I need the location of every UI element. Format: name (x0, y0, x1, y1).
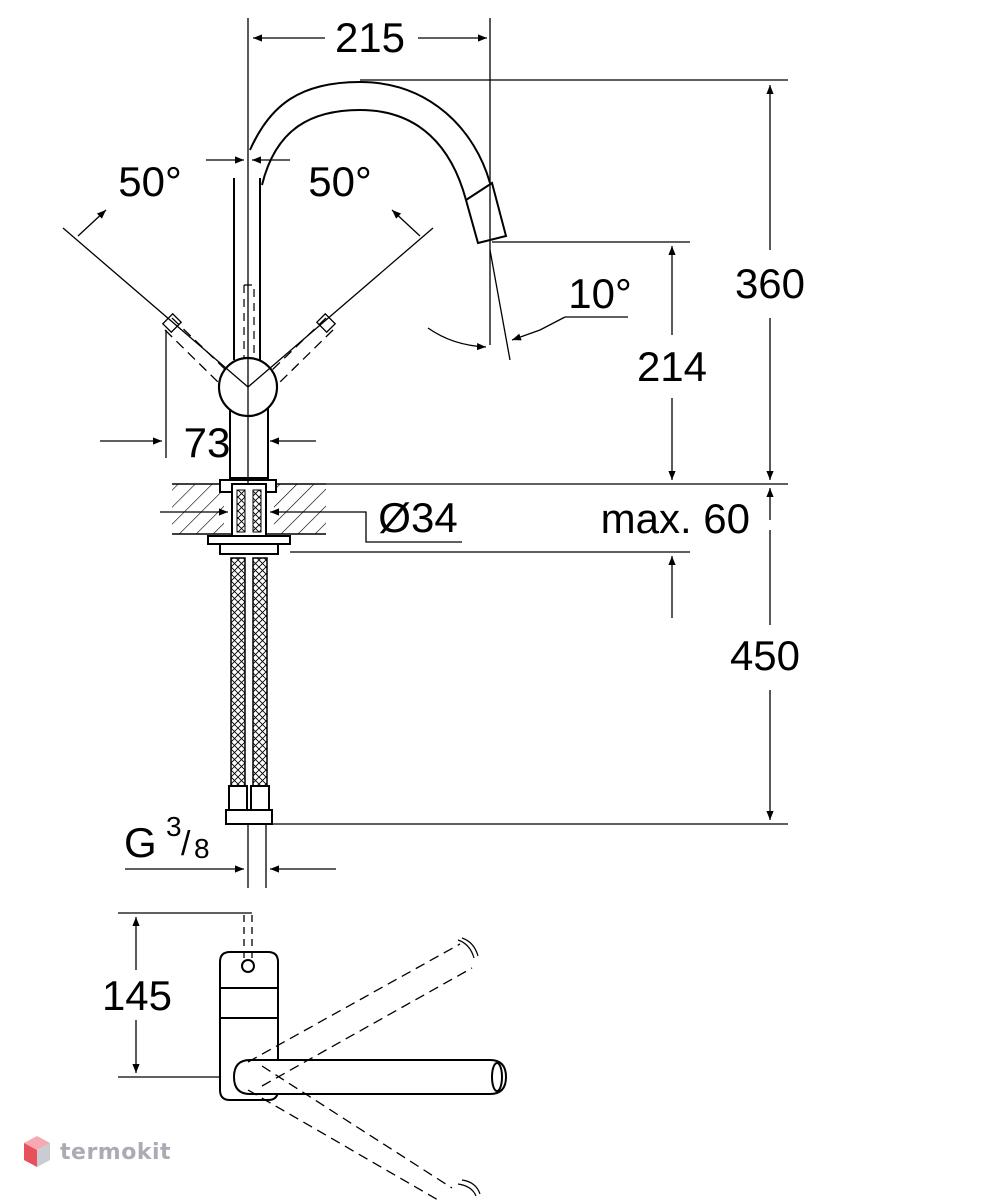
dim-thread-denominator: 8 (194, 833, 210, 864)
dimension-lines (62, 18, 788, 1078)
supply-hoses (225, 557, 273, 825)
faucet-plan-view (219, 915, 508, 1200)
spout-tube (233, 178, 261, 360)
dim-handle-angle-right: 50° (308, 158, 372, 205)
dim-handle-angle-left: 50° (118, 158, 182, 205)
cube-logo-icon (24, 1136, 50, 1167)
dim-hose-length: 450 (730, 632, 800, 679)
dim-plan-depth: 145 (102, 972, 172, 1019)
spout-curve-outer (249, 80, 491, 184)
dim-thread-numerator: 3 (166, 811, 182, 842)
handle-dashed-right (269, 317, 334, 385)
faucet-side-view (161, 80, 508, 479)
spout-curve-inner (261, 108, 467, 201)
dim-outlet-height: 214 (637, 343, 707, 390)
dim-hole-diameter: Ø34 (378, 494, 457, 541)
handle-dashed-left (164, 317, 229, 385)
watermark-text: termokit (60, 1139, 172, 1165)
dim-spout-tilt-angle: 10° (568, 270, 632, 317)
dim-spout-reach: 215 (335, 14, 405, 61)
watermark: termokit (22, 1134, 171, 1170)
counter-top (172, 479, 326, 555)
dim-thread-slash: / (181, 825, 191, 863)
dim-handle-offset: 73 (184, 419, 231, 466)
aerator (464, 181, 508, 245)
plan-lever (232, 1059, 508, 1095)
dim-total-height: 360 (735, 260, 805, 307)
dim-thread-g: G (124, 819, 157, 866)
dim-max-counter-thickness: max. 60 (601, 495, 750, 542)
